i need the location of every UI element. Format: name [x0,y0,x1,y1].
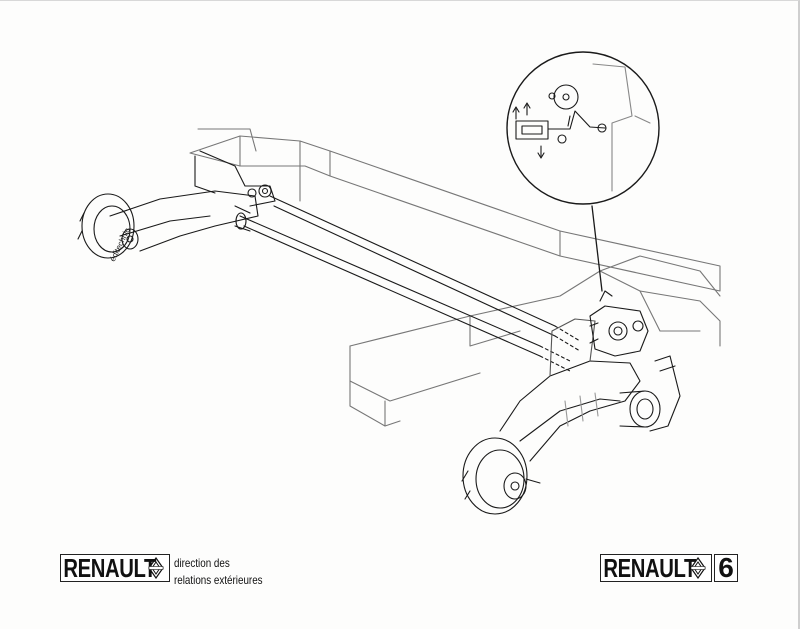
footer-subtitle: direction des relations extérieures [174,555,263,589]
subtitle-line-2: relations extérieures [174,573,263,587]
brand-wordmark: RENAULT [63,553,156,583]
model-number: 6 [718,552,734,583]
subtitle-line-1: direction des [174,556,230,570]
right-brake-drum [461,437,541,515]
torsion-bars [234,195,581,372]
detail-inset [506,51,660,205]
left-brake-drum [77,193,139,259]
renault-diamond-logo-icon [689,556,707,580]
renault-diamond-logo-icon [147,556,165,580]
left-sill [189,128,721,292]
right-sill [349,255,721,427]
left-trailing-arm [109,150,276,252]
right-hub-cylinder [619,355,681,432]
detail-leader-line [591,205,603,292]
model-number-box: 6 [714,554,738,582]
brake-regulator [589,290,649,357]
brand-wordmark-right: RENAULT [603,553,696,583]
renault-brand-mark-right: RENAULT [600,554,712,582]
renault-brand-mark-left: RENAULT [60,554,170,582]
